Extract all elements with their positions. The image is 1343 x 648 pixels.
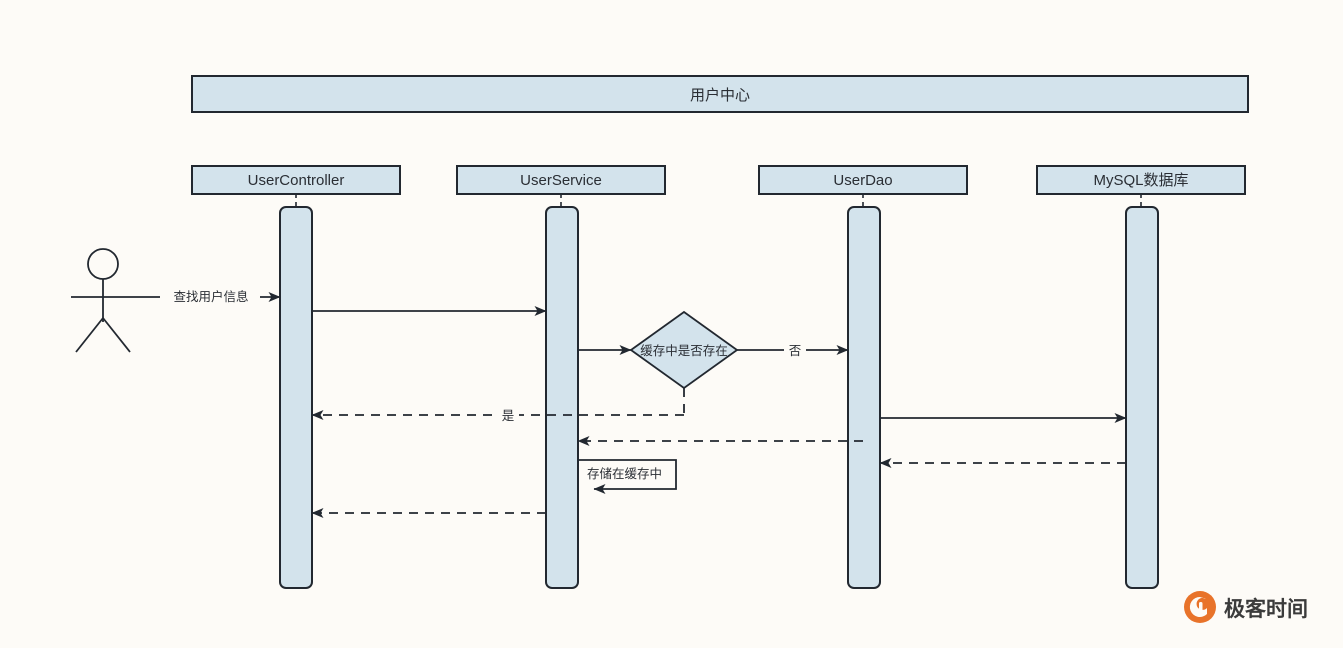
self-message-store-in-cache[interactable]: 存储在缓存中 bbox=[578, 459, 677, 494]
participant-label-controller: UserController bbox=[248, 172, 345, 189]
activation-bar-dao bbox=[847, 206, 881, 589]
message-label-bg-m5 bbox=[497, 406, 519, 424]
participant-label-dao: UserDao bbox=[833, 172, 892, 189]
message-branch-yes[interactable]: 是 bbox=[311, 388, 685, 424]
message-label-bg-m1 bbox=[160, 288, 260, 306]
system-title-bar[interactable]: 用户中心 bbox=[191, 75, 1249, 113]
participant-box-service bbox=[456, 165, 666, 195]
activation-bar-db bbox=[1125, 206, 1159, 589]
actor-leg-right bbox=[102, 317, 131, 353]
message-label-yes: 是 bbox=[502, 409, 515, 423]
participant-header-controller[interactable]: UserController bbox=[191, 165, 401, 195]
message-label-bg-m4 bbox=[784, 341, 806, 359]
watermark-geektime: 极客时间 bbox=[1184, 591, 1308, 623]
watermark-label: 极客时间 bbox=[1224, 597, 1308, 621]
participant-box-controller bbox=[191, 165, 401, 195]
participant-header-dao[interactable]: UserDao bbox=[758, 165, 968, 195]
actor-stick-figure[interactable] bbox=[71, 248, 135, 353]
self-message-path bbox=[578, 459, 677, 494]
geektime-logo-bar bbox=[1199, 602, 1203, 615]
self-message-label: 存储在缓存中 bbox=[587, 466, 662, 481]
participant-label-service: UserService bbox=[520, 172, 602, 189]
message-branch-no[interactable]: 否 bbox=[737, 341, 849, 359]
activation-bar-service bbox=[545, 206, 579, 589]
message-label-no: 否 bbox=[789, 344, 802, 358]
system-title-box bbox=[191, 75, 1249, 113]
participant-label-db: MySQL数据库 bbox=[1093, 172, 1188, 189]
actor-leg-left bbox=[75, 317, 104, 353]
participant-header-db[interactable]: MySQL数据库 bbox=[1036, 165, 1246, 195]
participant-header-service[interactable]: UserService bbox=[456, 165, 666, 195]
system-title-label: 用户中心 bbox=[690, 87, 750, 104]
message-find-user-info[interactable]: 查找用户信息 bbox=[135, 288, 281, 306]
message-label-m1: 查找用户信息 bbox=[173, 289, 248, 304]
decision-label: 缓存中是否存在 bbox=[640, 343, 728, 358]
geektime-logo-glyph bbox=[1189, 596, 1207, 617]
activation-bar-controller bbox=[279, 206, 313, 589]
